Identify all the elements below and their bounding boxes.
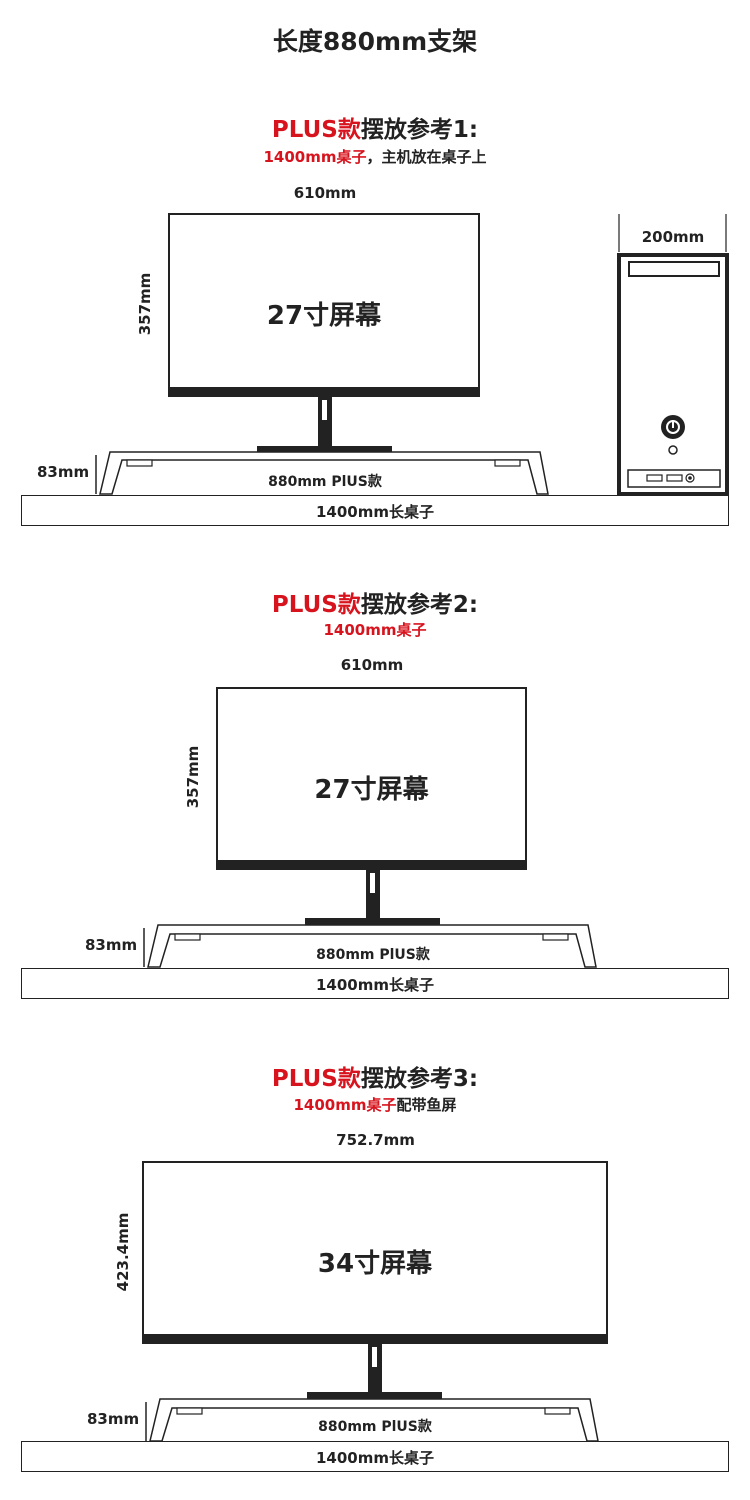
desk-2-label: 1400mm长桌子	[315, 976, 434, 994]
section-3-subtitle-black: 配带鱼屏	[396, 1096, 457, 1114]
section-1-title-red: PLUS款	[271, 117, 361, 143]
desk-2: 1400mm长桌子	[21, 968, 729, 999]
stand-2-height-label: 83mm	[85, 936, 138, 954]
monitor-2-screen-label: 27寸屏幕	[314, 775, 429, 805]
monitor-1-bezel	[170, 387, 478, 395]
section-1-title-black: 摆放参考1:	[360, 117, 479, 143]
desk-3: 1400mm长桌子	[21, 1441, 729, 1472]
monitor-1-neck	[95, 397, 549, 495]
section-1-subtitle: 1400mm桌子，主机放在桌子上	[0, 146, 750, 167]
desk-1-label: 1400mm长桌子	[315, 503, 434, 521]
pc-width-label: 200mm	[641, 228, 705, 246]
monitor-2-screen: 27寸屏幕	[216, 687, 527, 870]
desk-1: 1400mm长桌子	[21, 495, 729, 526]
monitor-3-width-label: 752.7mm	[336, 1131, 415, 1149]
section-3-title-black: 摆放参考3:	[360, 1066, 479, 1092]
desk-3-label: 1400mm长桌子	[315, 1449, 434, 1467]
page-title: 长度880mm支架	[272, 27, 478, 56]
section-3-title: PLUS款摆放参考3:	[0, 1059, 750, 1093]
monitor-2-bezel	[218, 860, 525, 868]
section-3-subtitle-red: 1400mm桌子	[293, 1096, 397, 1114]
section-1-subtitle-red: 1400mm桌子	[263, 148, 367, 166]
section-2: PLUS款摆放参考2: 1400mm桌子 610mm 27寸屏幕 357mm 8…	[0, 585, 750, 999]
section-1-title: PLUS款摆放参考1:	[0, 110, 750, 144]
monitor-3-screen-label: 34寸屏幕	[317, 1249, 433, 1279]
pc-tower	[617, 214, 729, 496]
section-1-subtitle-black: ，主机放在桌子上	[366, 148, 487, 166]
stand-1-label: 880mm PlUS款	[268, 474, 382, 490]
section-2-subtitle: 1400mm桌子	[0, 619, 750, 640]
monitor-2-stand-drawing	[143, 870, 597, 968]
section-2-title-red: PLUS款	[271, 592, 361, 618]
stand-1-height-label: 83mm	[37, 463, 90, 481]
section-2-title-black: 摆放参考2:	[360, 592, 479, 618]
stand-2-label: 880mm PlUS款	[316, 947, 430, 963]
stand-3-height-label: 83mm	[87, 1410, 140, 1428]
section-3-title-red: PLUS款	[271, 1066, 361, 1092]
monitor-1-width-label: 610mm	[293, 184, 357, 202]
monitor-2-width-label: 610mm	[340, 656, 404, 674]
section-2-title: PLUS款摆放参考2:	[0, 585, 750, 619]
stand-3-label: 880mm PlUS款	[318, 1419, 432, 1435]
monitor-3-bezel	[144, 1334, 606, 1342]
monitor-1-screen: 27寸屏幕	[168, 213, 480, 397]
monitor-1-screen-label: 27寸屏幕	[266, 301, 382, 331]
section-1: PLUS款摆放参考1: 1400mm桌子，主机放在桌子上 610mm 27寸屏幕…	[0, 0, 750, 540]
section-3-subtitle: 1400mm桌子配带鱼屏	[0, 1094, 750, 1115]
section-2-subtitle-red: 1400mm桌子	[323, 621, 427, 639]
monitor-3-screen: 34寸屏幕	[142, 1161, 608, 1344]
